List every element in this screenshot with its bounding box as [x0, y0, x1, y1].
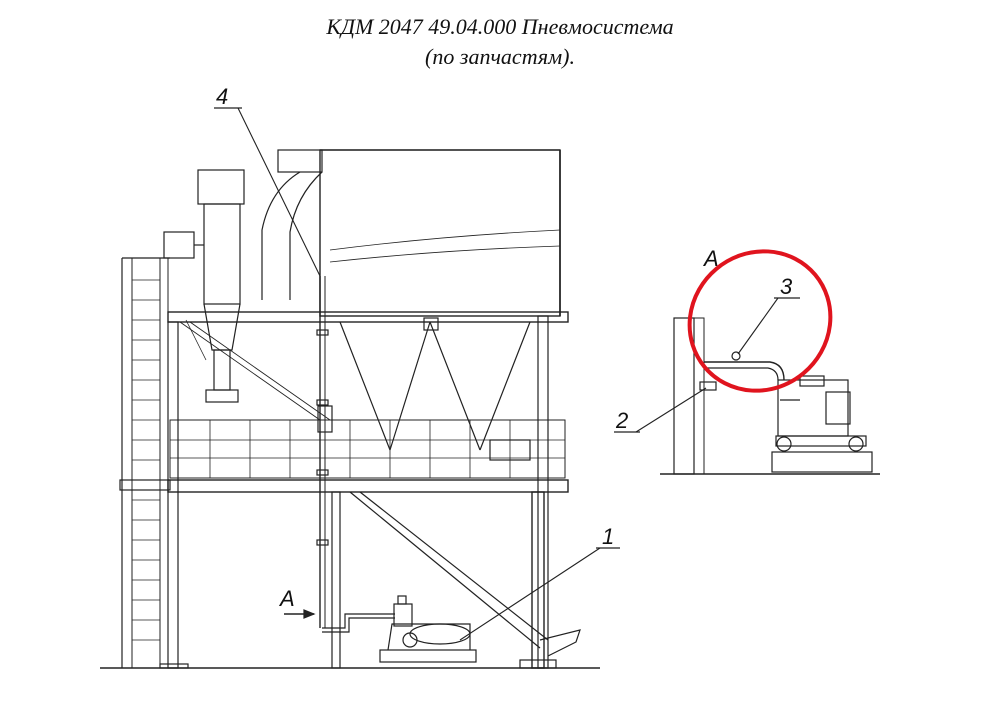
- vertical-pneumatic-pipe: [316, 276, 395, 633]
- callout-4-label: 4: [216, 84, 228, 109]
- callout-3-label: 3: [780, 274, 793, 299]
- detail-view-label: A: [702, 246, 719, 271]
- drawing-subtitle: (по запчастям).: [425, 44, 575, 69]
- callout-1-label: 1: [602, 524, 614, 549]
- view-arrow-label: A: [278, 586, 295, 611]
- callout-1: 1: [459, 524, 620, 641]
- view-arrow-a: A: [278, 586, 316, 619]
- callout-3: 3: [737, 274, 800, 355]
- compressor-unit: [379, 595, 477, 663]
- callout-2: 2: [614, 387, 707, 433]
- drawing-title: КДМ 2047 49.04.000 Пневмосистема: [326, 14, 674, 39]
- callout-2-label: 2: [615, 408, 628, 433]
- main-structure-view: [100, 149, 600, 669]
- staircase: [119, 257, 171, 668]
- callout-4: 4: [214, 84, 321, 277]
- highlight-ellipse: [687, 249, 833, 393]
